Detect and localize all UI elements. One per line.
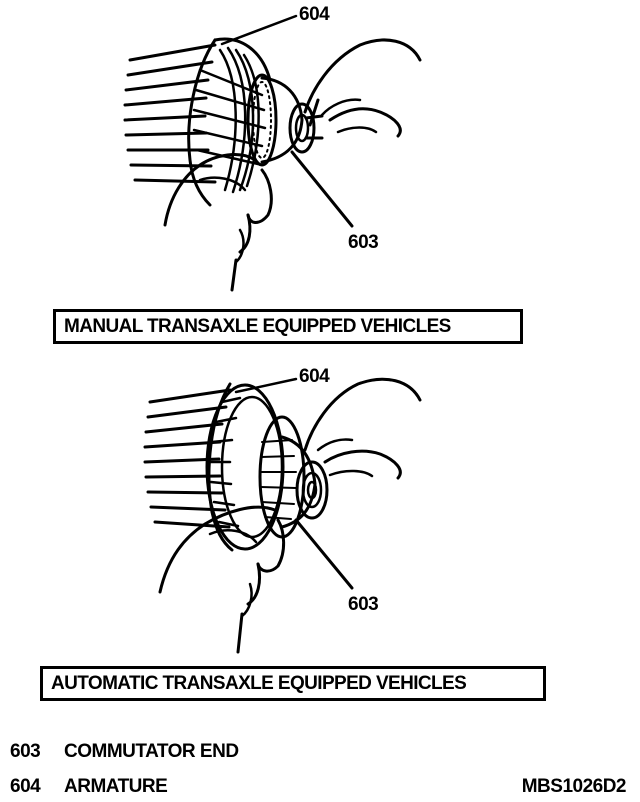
legend-item-603: 603 COMMUTATOR END <box>10 741 239 763</box>
automatic-transaxle-illustration <box>0 362 640 662</box>
legend-code: 603 <box>10 741 41 762</box>
callout-603-manual: 603 <box>348 232 379 253</box>
leader-line-603 <box>290 150 354 228</box>
legend-label: ARMATURE <box>64 776 168 797</box>
caption-manual: MANUAL TRANSAXLE EQUIPPED VEHICLES <box>53 309 523 344</box>
callout-603-automatic: 603 <box>348 594 379 615</box>
armature-drawing-automatic <box>143 377 422 654</box>
leader-line-604 <box>220 14 298 46</box>
callout-604-manual: 604 <box>299 4 330 25</box>
manual-transaxle-illustration <box>0 0 640 300</box>
caption-automatic: AUTOMATIC TRANSAXLE EQUIPPED VEHICLES <box>40 666 546 701</box>
legend-label: COMMUTATOR END <box>64 741 239 762</box>
legend-code: 604 <box>10 776 41 797</box>
figure-id: MBS1026D2 <box>521 776 627 797</box>
leader-line-604 <box>234 377 298 394</box>
leader-line-603 <box>294 518 354 590</box>
armature-windings <box>123 43 217 184</box>
armature-drawing-manual <box>123 14 422 292</box>
legend-item-604: 604 ARMATURE <box>10 776 168 798</box>
callout-604-automatic: 604 <box>299 366 330 387</box>
